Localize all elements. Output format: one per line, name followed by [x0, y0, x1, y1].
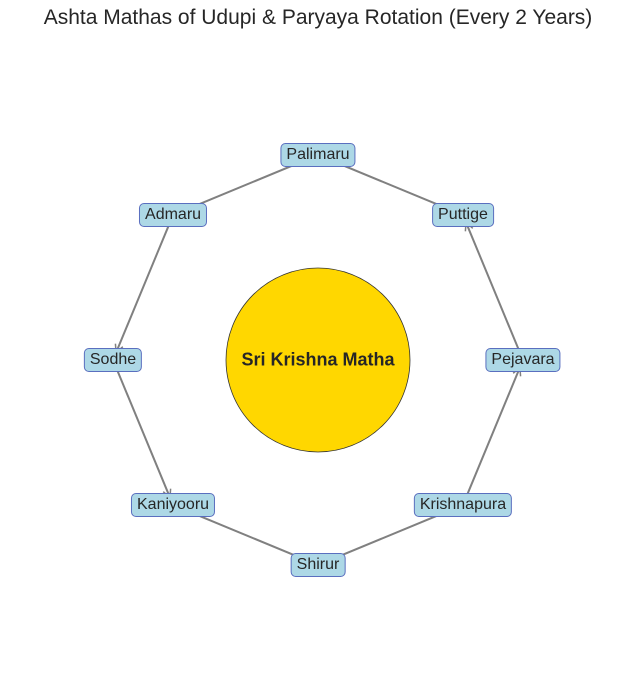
rotation-arrow	[115, 367, 170, 497]
rotation-arrow	[116, 222, 171, 352]
rotation-arrow	[180, 507, 310, 562]
rotation-arrow	[465, 367, 520, 498]
rotation-arrow	[325, 508, 455, 563]
matha-node-palimaru: Palimaru	[280, 143, 356, 167]
rotation-arrow	[466, 222, 521, 353]
matha-node-shirur: Shirur	[290, 553, 346, 577]
rotation-arrow	[180, 157, 311, 212]
matha-node-pejavara: Pejavara	[485, 348, 561, 372]
matha-node-admaru: Admaru	[139, 203, 208, 228]
diagram-title: Ashta Mathas of Udupi & Paryaya Rotation…	[43, 6, 593, 29]
matha-node-kaniyooru: Kaniyooru	[131, 492, 216, 517]
matha-node-sodhe: Sodhe	[83, 348, 143, 372]
matha-node-krishnapura: Krishnapura	[413, 492, 513, 517]
matha-node-puttige: Puttige	[432, 203, 494, 228]
center-label: Sri Krishna Matha	[241, 349, 395, 370]
center-circle	[225, 267, 411, 453]
rotation-arrow	[325, 158, 456, 213]
